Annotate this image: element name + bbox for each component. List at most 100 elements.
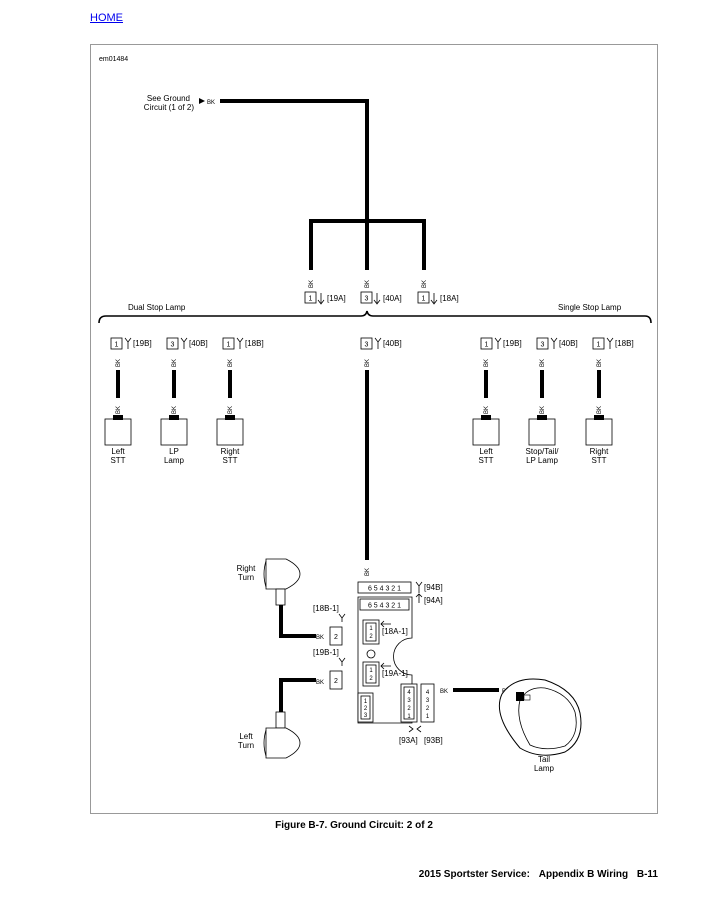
single-stop-lamp-label: Single Stop Lamp: [558, 303, 622, 312]
svg-text:[18A-1]: [18A-1]: [382, 627, 408, 636]
section-brace: [98, 310, 652, 324]
svg-text:3: 3: [171, 342, 175, 349]
svg-text:[19A-1]: [19A-1]: [382, 669, 408, 678]
wire-color-label: BK: [207, 100, 215, 106]
svg-text:Right: Right: [221, 447, 240, 456]
svg-text:Turn: Turn: [238, 741, 254, 750]
module-connector-94B: 6 5 4 3 2 1 [94B]: [357, 581, 443, 594]
svg-text:[40B]: [40B]: [559, 339, 578, 348]
svg-text:1: 1: [227, 342, 231, 349]
svg-text:Left: Left: [479, 447, 493, 456]
svg-text:1: 1: [369, 626, 373, 632]
wire-color-label: BK: [365, 568, 371, 576]
wire-color-label: BK: [316, 680, 324, 686]
svg-text:[18A]: [18A]: [440, 294, 459, 303]
see-ground-label: See Ground: [147, 94, 190, 103]
lamp-connector-18B-single: 1 [18B]: [592, 337, 634, 350]
wire-color-label: BK: [316, 635, 324, 641]
wire-color-label: BK: [172, 406, 178, 414]
tail-lamp: Tail Lamp: [498, 678, 582, 773]
svg-text:[18B]: [18B]: [245, 339, 264, 348]
svg-text:[19B]: [19B]: [133, 339, 152, 348]
lamp-stop-tail-lp: Stop/Tail/ LP Lamp: [526, 415, 559, 465]
wire-color-label: BK: [172, 359, 178, 367]
svg-text:Turn: Turn: [238, 573, 254, 582]
lamp-connector-18B-dual: 1 [18B]: [222, 337, 264, 350]
wire-color-label: BK: [228, 359, 234, 367]
lamp-lp-lamp: LP Lamp: [160, 415, 188, 465]
svg-text:[94B]: [94B]: [424, 583, 443, 592]
svg-text:2: 2: [334, 634, 338, 641]
wire-color-label: BK: [484, 406, 490, 414]
svg-text:LP Lamp: LP Lamp: [526, 456, 558, 465]
lamp-right-stt-single: Right STT: [585, 415, 613, 465]
lamp-left-stt-single: Left STT: [472, 415, 500, 465]
lamp-connector-19B-single: 1 [19B]: [480, 337, 522, 350]
svg-text:[19B]: [19B]: [503, 339, 522, 348]
right-turn-lamp: Right Turn: [237, 558, 301, 606]
figure-id: em01484: [99, 56, 128, 63]
wire-color-label: BK: [440, 689, 448, 695]
wire-color-label: BK: [484, 359, 490, 367]
svg-text:[18B]: [18B]: [615, 339, 634, 348]
svg-text:4: 4: [426, 690, 430, 696]
svg-text:Right: Right: [590, 447, 609, 456]
wire-color-label: BK: [597, 359, 603, 367]
svg-text:[19B-1]: [19B-1]: [313, 648, 339, 657]
wire-color-label: BK: [116, 359, 122, 367]
wire-color-label: BK: [540, 406, 546, 414]
diagram-frame: [90, 44, 658, 814]
footer-page-number: B-11: [636, 869, 658, 880]
lamp-right-stt-dual: Right STT: [216, 415, 244, 465]
wire-color-label: BK: [116, 406, 122, 414]
top-connector-40A: 3 [40A]: [360, 291, 402, 305]
figure-caption: Figure B-7. Ground Circuit: 2 of 2: [275, 820, 433, 831]
svg-text:1: 1: [597, 342, 601, 349]
svg-text:STT: STT: [110, 456, 125, 465]
module-connector-40B: 3 [40B]: [360, 337, 402, 350]
top-connector-18A: 1 [18A]: [417, 291, 459, 305]
left-turn-lamp: Left Turn: [238, 711, 301, 759]
wire-color-label: BK: [228, 406, 234, 414]
svg-text:STT: STT: [591, 456, 606, 465]
svg-text:[40B]: [40B]: [189, 339, 208, 348]
lamp-connector-19B-dual: 1 [19B]: [110, 337, 152, 350]
svg-text:STT: STT: [222, 456, 237, 465]
lamp-left-stt-dual: Left STT: [104, 415, 132, 465]
home-link[interactable]: HOME: [90, 12, 123, 24]
wire-color-label: BK: [365, 280, 371, 288]
module-connector-94A: [94A]: [415, 593, 443, 605]
rear-lighting-module: 6 5 4 3 2 1 1 2 [18A-1] 1 2 [19A-1] 1 2 …: [357, 596, 418, 724]
svg-text:[19A]: [19A]: [327, 294, 346, 303]
svg-text:1: 1: [364, 699, 368, 705]
svg-text:2: 2: [334, 678, 338, 685]
svg-text:Right: Right: [237, 564, 256, 573]
svg-text:2: 2: [369, 634, 373, 640]
connector-18B-1: [18B-1] 2: [313, 604, 346, 646]
dual-stop-lamp-label: Dual Stop Lamp: [128, 303, 186, 312]
connector-arrow-icon: [199, 98, 205, 104]
svg-text:Left: Left: [239, 732, 253, 741]
lamp-connector-40B-dual: 3 [40B]: [166, 337, 208, 350]
svg-text:1: 1: [407, 714, 411, 720]
svg-text:LP: LP: [169, 447, 179, 456]
svg-text:[93A]: [93A]: [399, 736, 418, 745]
splice-node: [364, 218, 370, 224]
module-connector-93B: 4 3 2 1 [93A] [93B]: [399, 683, 443, 745]
svg-text:1: 1: [426, 714, 430, 720]
connector-19B-1: [19B-1] 2: [313, 648, 346, 690]
svg-text:1: 1: [422, 296, 426, 303]
top-connector-19A: 1 [19A]: [304, 291, 346, 305]
svg-text:3: 3: [364, 713, 368, 719]
svg-text:[94A]: [94A]: [424, 596, 443, 605]
svg-text:3: 3: [426, 698, 430, 704]
svg-text:4: 4: [407, 690, 411, 696]
svg-text:[40B]: [40B]: [383, 339, 402, 348]
svg-text:1: 1: [115, 342, 119, 349]
svg-text:[18B-1]: [18B-1]: [313, 604, 339, 613]
turn-signal-wires: [279, 605, 316, 712]
lamp-connector-40B-single: 3 [40B]: [536, 337, 578, 350]
svg-text:3: 3: [407, 698, 411, 704]
svg-text:[93B]: [93B]: [424, 736, 443, 745]
